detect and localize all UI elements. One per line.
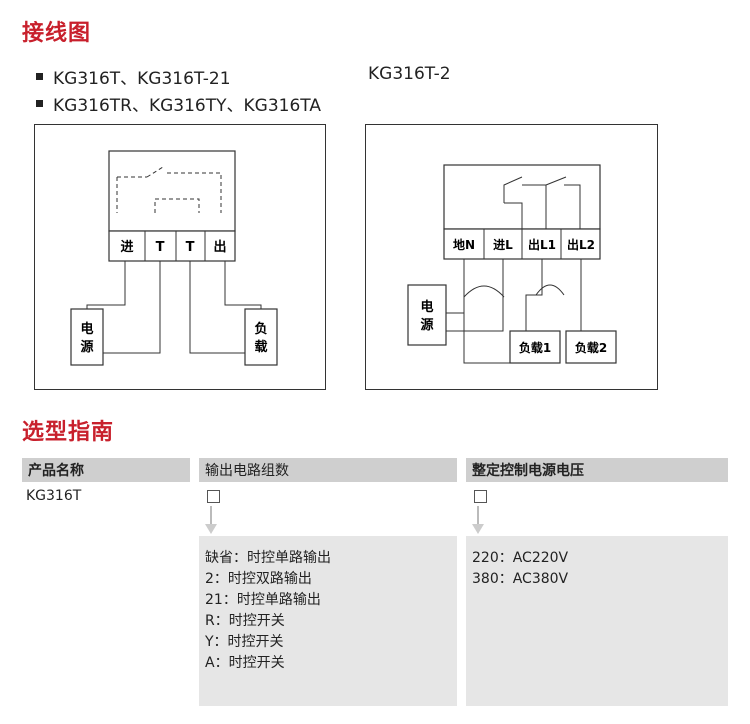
header-product-name: 产品名称	[22, 458, 190, 482]
output-option-4: R：时控开关	[205, 613, 285, 629]
left-relay-dashed	[116, 166, 222, 213]
left-power-label-1: 电	[80, 321, 93, 337]
selection-section-title: 选型指南	[22, 420, 115, 445]
left-terminal-2: T	[156, 240, 165, 255]
model-list-text-2: KG316TR、KG316TY、KG316TA	[53, 96, 321, 116]
output-code-placeholder-box	[207, 489, 220, 503]
wiring-section-title: 接线图	[22, 21, 92, 46]
wiring-diagram-left-svg: 进 T T 出 电 源 负 载	[70, 150, 278, 366]
right-load1-box	[509, 330, 561, 364]
right-terminal-3: 出L1	[528, 237, 556, 252]
model-right-label: KG316T-2	[368, 64, 451, 84]
right-power-label-2: 源	[420, 317, 433, 333]
output-option-3: 21：时控单路输出	[205, 592, 321, 608]
left-power-label-2: 源	[80, 339, 93, 355]
bullet-square-icon	[36, 100, 43, 107]
right-power-label-1: 电	[420, 299, 433, 315]
left-load-label-2: 载	[254, 339, 267, 355]
product-model-cell: KG316T	[26, 488, 82, 504]
output-option-6: A：时控开关	[205, 655, 285, 671]
left-power-box	[70, 308, 104, 366]
right-power-box	[407, 284, 447, 346]
left-terminal-strip	[108, 230, 236, 262]
right-load2-label: 负载2	[575, 340, 607, 355]
voltage-code-placeholder-box	[474, 489, 487, 503]
right-switch-contacts	[503, 176, 581, 229]
bullet-square-icon	[36, 73, 43, 80]
model-list-line-2: KG316TR、KG316TY、KG316TA	[36, 91, 321, 116]
voltage-option-2: 380：AC380V	[472, 571, 569, 587]
wiring-diagram-right: 地N 进L 出L1 出L2 电 源 负载1 负载2	[365, 124, 658, 390]
voltage-option-1: 220：AC220V	[472, 550, 569, 566]
voltage-arrow-down-icon	[472, 506, 484, 534]
output-arrow-down-icon	[205, 506, 217, 534]
left-terminal-4: 出	[213, 239, 226, 255]
right-load2-box	[565, 330, 617, 364]
right-terminal-4: 出L2	[567, 237, 595, 252]
output-options-panel: 缺省：时控单路输出 2：时控双路输出 21：时控单路输出 R：时控开关 Y：时控…	[199, 536, 457, 706]
output-option-1: 缺省：时控单路输出	[205, 550, 331, 566]
output-option-2: 2：时控双路输出	[205, 571, 312, 587]
output-code-cell	[203, 484, 243, 508]
header-output-circuits: 输出电路组数	[199, 458, 457, 482]
left-enclosure	[108, 150, 236, 232]
voltage-code-cell	[470, 484, 510, 508]
model-list-line-1: KG316T、KG316T-21	[36, 64, 231, 89]
wiring-diagram-left: 进 T T 出 电 源 负 载	[34, 124, 326, 390]
right-load1-label: 负载1	[519, 340, 551, 355]
left-terminal-1: 进	[120, 240, 133, 255]
right-terminal-2: 进L	[493, 237, 513, 252]
left-load-box	[244, 308, 278, 366]
wiring-diagram-right-svg: 地N 进L 出L1 出L2 电 源 负载1 负载2	[407, 164, 617, 364]
right-terminal-1: 地N	[453, 237, 475, 252]
left-terminal-3: T	[186, 240, 195, 255]
header-control-voltage: 整定控制电源电压	[466, 458, 728, 482]
voltage-options-panel: 220：AC220V 380：AC380V	[466, 536, 728, 706]
output-option-5: Y：时控开关	[205, 634, 284, 650]
left-load-label-1: 负	[254, 321, 267, 337]
model-list-text-1: KG316T、KG316T-21	[53, 69, 231, 89]
